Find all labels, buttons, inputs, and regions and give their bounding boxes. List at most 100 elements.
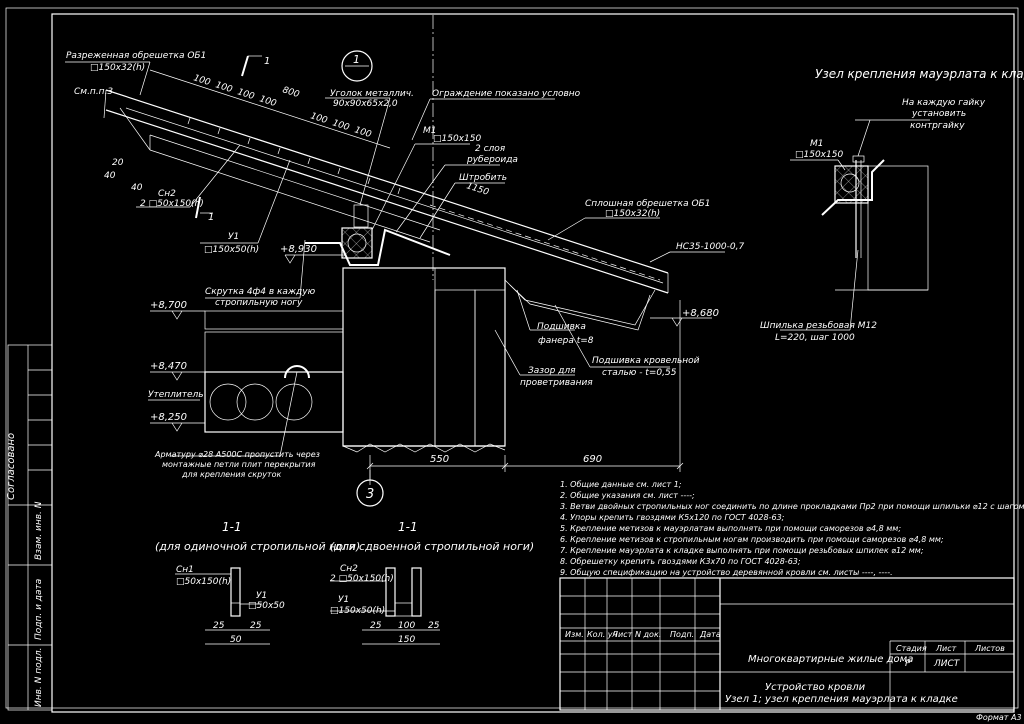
tb-stage-h: Стадия <box>896 644 927 653</box>
tb-h-ndoc: N док. <box>635 630 661 639</box>
sec-left-sub: (для одиночной стропильной ноги) <box>155 540 360 553</box>
tb-desc1: Устройство кровли <box>765 682 866 693</box>
sr-cn2-size: 2 □50х150(h) <box>330 574 394 584</box>
eave-soffit <box>509 284 651 331</box>
format-label: Формат А3 <box>976 713 1022 722</box>
sl-u1-size: □50х50 <box>248 601 285 611</box>
lbl-m1-right: М1 <box>810 139 824 149</box>
lbl-m1: М1 <box>423 126 437 136</box>
dim-100e: 100 <box>309 111 329 126</box>
note-2: 2. Общие указания см. лист ----; <box>560 491 695 500</box>
outer-frame <box>5 7 1019 709</box>
tb-h-kol: Кол. уч <box>587 630 618 639</box>
tb-h-podp: Подп. <box>670 630 694 639</box>
sec-right-title: 1-1 <box>398 520 418 534</box>
note-6: 6. Крепление метизов к стропильным ногам… <box>560 535 944 544</box>
lbl-two-layers: 2 слоя <box>475 144 506 154</box>
sl-cn1: Сн1 <box>176 565 194 575</box>
stamp-inv: Инв. N подл. <box>34 648 44 707</box>
el-8470: +8,470 <box>150 361 187 372</box>
dim-690: 690 <box>583 454 602 465</box>
floor-slab <box>204 310 344 433</box>
lbl-solid-batten: Сплошная обрешетка ОБ1 <box>585 199 710 209</box>
lbl-zazor2: проветривания <box>520 378 593 388</box>
sr-cn2: Сн2 <box>340 564 358 574</box>
lbl-solid-batten-size: □150х32(h) <box>605 209 660 219</box>
dim-100f: 100 <box>331 118 351 133</box>
lbl-podshivka1: Подшивка <box>537 322 586 332</box>
lbl-cn2-size: 2 □50х150(h) <box>140 199 204 209</box>
lbl-ruberoid: рубероида <box>466 155 518 165</box>
title-block: Изм. Кол. уч Лист N док. Подп. Дата Мног… <box>559 577 1015 711</box>
metal-angle <box>305 228 451 266</box>
lbl-corner-size: 90х90х65х2,0 <box>333 99 398 109</box>
lbl-armatura1: Арматуру ⌀28 А500С пропустить через <box>154 450 320 459</box>
inner-frame <box>51 13 1015 713</box>
lbl-m1-size: □150х150 <box>433 134 481 144</box>
dim-100a: 100 <box>192 73 212 88</box>
sr-dim-100: 100 <box>398 621 415 631</box>
lbl-skrutka: Скрутка 4ф4 в каждую <box>205 287 316 297</box>
dim-40b: 40 <box>131 183 143 193</box>
section-right: 1-1 (для сдвоенной стропильной ноги) Сн2… <box>330 520 534 645</box>
lbl-armatura2: монтажные петли плит перекрытия <box>162 460 316 469</box>
detail-title: Узел крепления мауэрлата к кладке <box>815 67 1024 81</box>
tb-sheets-h: Листов <box>974 644 1005 653</box>
note-5: 5. Крепление метизов к мауэрлатам выполн… <box>560 524 901 533</box>
note-7: 7. Крепление мауэрлата к кладке выполнят… <box>560 546 924 555</box>
node-marker-1-label: 1 <box>353 53 360 66</box>
note-8: 8. Обрешетку крепить гвоздями К3х70 по Г… <box>560 557 801 566</box>
tb-stage: Р <box>905 659 911 669</box>
tb-sheet: ЛИСТ <box>933 659 961 669</box>
sr-dim-150: 150 <box>398 635 415 645</box>
eave-flashing <box>504 279 656 326</box>
lbl-rare-batten-size: □150х32(h) <box>90 63 145 73</box>
marker-3-label: 3 <box>366 487 374 502</box>
elevation-marks: +8,930 +8,700 +8,470 +8,250 +8,680 <box>150 244 719 432</box>
dim-100d: 100 <box>258 94 278 109</box>
el-8700: +8,700 <box>150 300 187 311</box>
sec-left-title: 1-1 <box>222 520 242 534</box>
wall-dimensions: 550 690 <box>366 300 684 485</box>
sec-right-sub: (для сдвоенной стропильной ноги) <box>330 540 534 553</box>
cut-1b: 1 <box>208 212 214 223</box>
right-detail: Узел крепления мауэрлата к кладке На каж… <box>760 67 1024 343</box>
lbl-zazor: Зазор для <box>528 366 576 376</box>
lbl-shpilka: Шпилька резьбовая М12 <box>760 321 877 331</box>
lbl-rare-batten: Разреженная обрешетка ОБ1 <box>66 51 206 61</box>
lbl-gaika1: На каждую гайку <box>902 98 986 108</box>
sr-dim-25a: 25 <box>370 621 382 631</box>
dim-1150: 1150 <box>465 181 490 198</box>
lbl-podshivka2: Подшивка кровельной <box>592 356 700 366</box>
note-1: 1. Общие данные см. лист 1; <box>560 480 682 489</box>
lbl-gaika2: установить <box>911 109 966 119</box>
stamp-sign-date: Подп. и дата <box>34 579 44 640</box>
lbl-uteplitel: Утеплитель <box>148 390 204 400</box>
lbl-skrutka2: стропильную ногу <box>215 298 303 308</box>
lbl-podshivka2b: сталью - t=0,55 <box>602 368 677 378</box>
el-8250: +8,250 <box>150 412 187 423</box>
tb-desc2: Узел 1; узел крепления мауэрлата к кладк… <box>725 694 958 705</box>
lbl-podshivka1b: фанера t=8 <box>538 336 594 346</box>
note-9: 9. Общую спецификацию на устройство дере… <box>560 568 893 577</box>
note-3: 3. Ветви двойных стропильных ног соедини… <box>560 502 1024 511</box>
note-4: 4. Упоры крепить гвоздями К5х120 по ГОСТ… <box>560 513 785 522</box>
tb-h-izm: Изм. <box>565 630 584 639</box>
lbl-u1-size: □150х50(h) <box>204 245 259 255</box>
el-8680: +8,680 <box>682 308 719 319</box>
side-stamp: Согласовано Взам. инв. N Подп. и дата Ин… <box>6 344 53 711</box>
lbl-cn2: Сн2 <box>158 189 176 199</box>
masonry-wall <box>342 267 506 453</box>
lbl-armatura3: для крепления скруток <box>181 470 281 479</box>
lbl-fence: Ограждение показано условно <box>432 89 581 99</box>
cut-1a: 1 <box>264 56 270 67</box>
tb-h-date: Дата <box>699 630 721 639</box>
lbl-shtrobit: Штробить <box>459 173 507 183</box>
stamp-agreed: Согласовано <box>6 433 17 500</box>
dim-20: 20 <box>112 158 124 168</box>
node-marker-1 <box>341 50 373 82</box>
tb-h-list: Лист <box>611 630 633 639</box>
lbl-corner: Уголок металлич. <box>330 89 414 99</box>
dim-100c: 100 <box>236 87 256 102</box>
leaders: Разреженная обрешетка ОБ1 □150х32(h) См.… <box>65 51 744 479</box>
